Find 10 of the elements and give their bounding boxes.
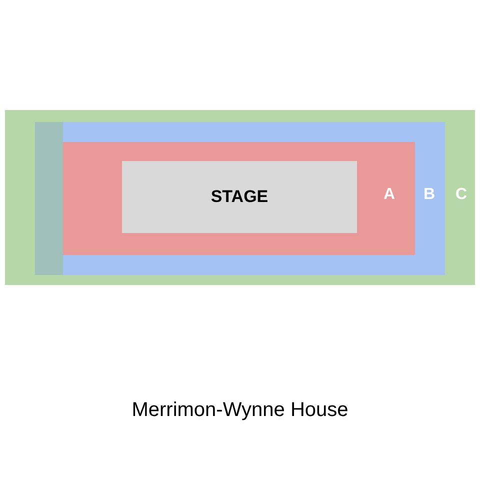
- seating-section: [5, 110, 475, 285]
- seating-section: [63, 142, 415, 255]
- seating-section: [35, 122, 63, 275]
- section-label: A: [383, 186, 395, 203]
- section-label: C: [455, 186, 467, 203]
- caption: Merrimon-Wynne House: [132, 398, 348, 423]
- section-label: B: [423, 186, 435, 203]
- section-label: STAGE: [210, 186, 268, 208]
- seating-section: [35, 122, 445, 275]
- stage: [122, 161, 357, 233]
